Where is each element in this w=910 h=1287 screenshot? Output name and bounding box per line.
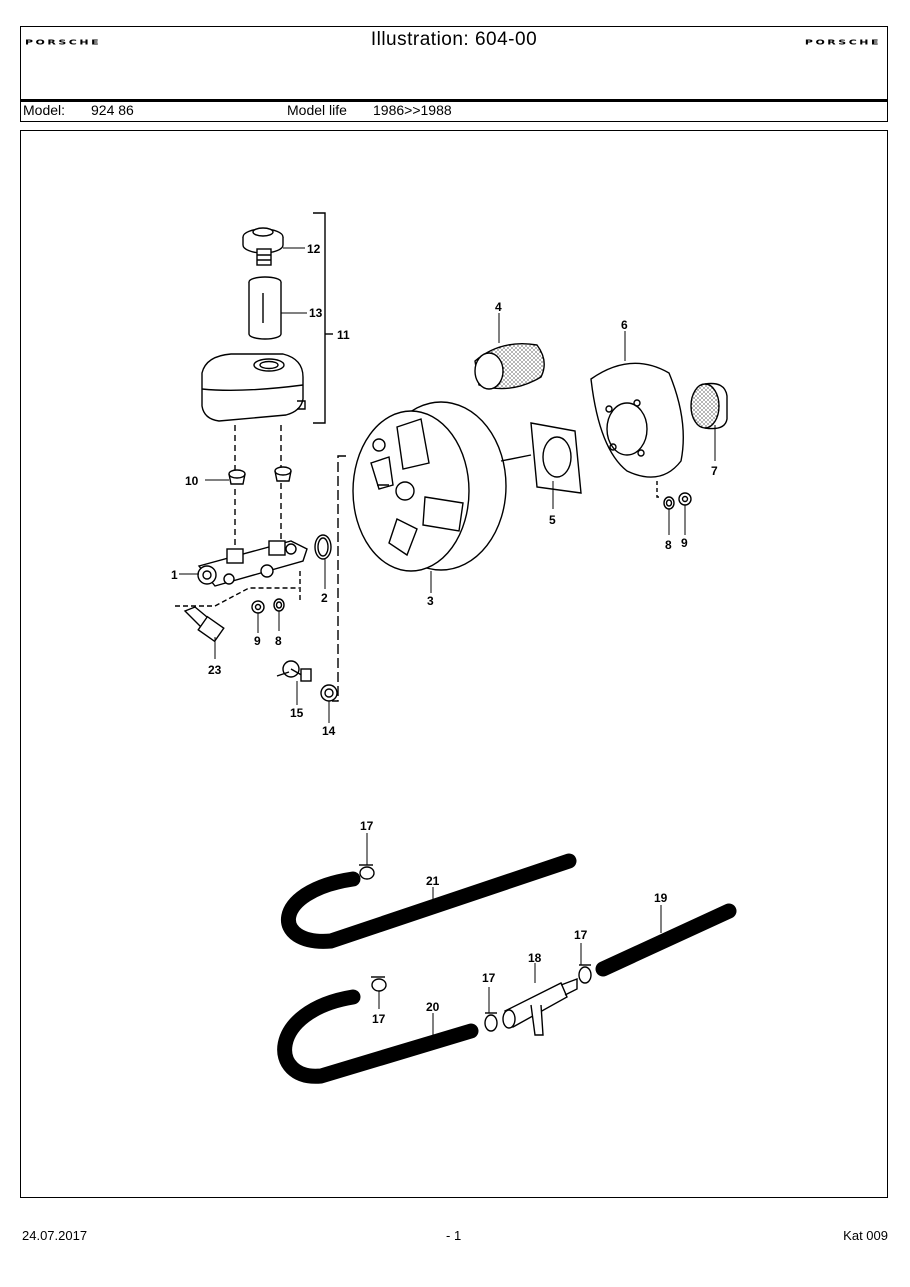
callout-18: 18 [528,951,542,965]
callout-17-middle: 17 [482,971,496,985]
gasket-part [530,422,582,494]
callout-labels: 12 13 11 4 6 7 5 8 9 10 1 2 3 9 8 23 15 … [171,242,718,1026]
callout-20: 20 [426,1000,440,1014]
nut-washer-right [663,492,692,510]
callout-10: 10 [185,474,199,488]
callout-8-right: 8 [665,538,672,552]
illustration-title: Illustration: 604-00 [370,29,538,50]
callout-2: 2 [321,591,328,605]
callout-23: 23 [208,663,222,677]
callout-3: 3 [427,594,434,608]
exploded-parts-diagram: 12 13 11 4 6 7 5 8 9 10 1 2 3 9 8 23 15 … [171,212,737,1084]
callout-21: 21 [426,874,440,888]
callout-12: 12 [307,242,321,256]
grommet-part [228,466,292,485]
o-ring-part [314,534,332,560]
brake-light-switch-part [183,606,225,643]
callout-6: 6 [621,318,628,332]
sleeve-part [690,382,728,430]
header-divider [21,99,887,102]
footer-page-number: - 1 [446,1228,462,1243]
callout-19: 19 [654,891,668,905]
master-cylinder-part [197,540,308,587]
footer-catalog: Kat 009 [843,1228,888,1243]
footer-date: 24.07.2017 [22,1228,88,1243]
callout-9-right: 9 [681,536,688,550]
callout-leaders [179,247,716,1035]
callout-17-right: 17 [574,928,588,942]
callout-17-top: 17 [360,819,374,833]
nut-washer-left [251,598,285,614]
header-box: PORSCHE Illustration: 604-00 PORSCHE Mod… [20,26,888,122]
reservoir-strainer-part [248,276,282,340]
callout-8-left: 8 [275,634,282,648]
callout-5: 5 [549,513,556,527]
callout-1: 1 [171,568,178,582]
reservoir-cap-part [242,227,284,266]
bracket-11 [313,212,326,424]
mounting-bracket-part [590,362,684,478]
callout-11: 11 [337,328,350,342]
booster-boot-part [474,343,545,390]
model-life-value: 1986>>1988 [373,102,452,118]
callout-4: 4 [495,300,502,314]
callout-15: 15 [290,706,304,720]
callout-13: 13 [309,306,323,320]
brake-booster-part [352,401,532,572]
vacuum-check-valve-part [502,977,578,1036]
check-valve-part [276,660,312,682]
model-info-row: Model: 924 86 Model life 1986>>1988 [21,102,887,120]
callout-14: 14 [322,724,336,738]
callout-7: 7 [711,464,718,478]
porsche-logo-right: PORSCHE [804,38,881,47]
model-label: Model: [23,102,66,118]
parts-drawing-frame: 12 13 11 4 6 7 5 8 9 10 1 2 3 9 8 23 15 … [20,130,888,1198]
hose-clamp-part [359,864,592,1032]
brake-fluid-reservoir-part [201,353,306,422]
porsche-logo-left: PORSCHE [25,38,102,47]
model-value: 924 86 [91,102,134,118]
callout-17-lower: 17 [372,1012,386,1026]
model-life-label: Model life [287,102,347,118]
callout-9-left: 9 [254,634,261,648]
seal-grommet-part [320,684,338,702]
